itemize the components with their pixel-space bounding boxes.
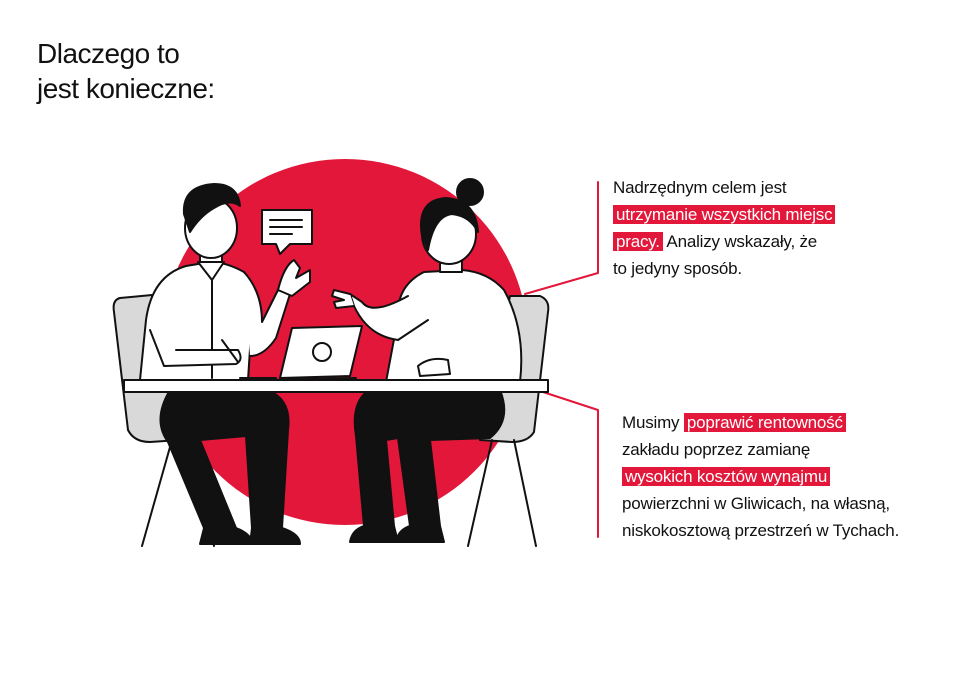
speech-bubble-icon — [261, 209, 313, 255]
callout-1-line-4: to jedyny sposób. — [613, 259, 742, 278]
page-title-line-2: jest konieczne: — [37, 73, 215, 104]
page-title: Dlaczego to jest konieczne: — [37, 36, 215, 106]
callout-1-line-1: Nadrzędnym celem jest — [613, 178, 787, 197]
callout-text-1: Nadrzędnym celem jest utrzymanie wszystk… — [613, 174, 903, 282]
callout-2-highlight-b: wysokich kosztów wynajmu — [622, 467, 831, 486]
callout-2-line-4: powierzchni w Gliwicach, na własną, — [622, 494, 890, 513]
callout-2-line-5: niskokosztową przestrzeń w Tychach. — [622, 521, 900, 540]
callout-1-highlight-b: pracy. — [613, 232, 663, 251]
woman-figure — [331, 178, 523, 543]
callout-1-highlight-a: utrzymanie wszystkich miejsc — [613, 205, 836, 224]
callout-2-prefix: Musimy — [622, 413, 684, 432]
connector-line-2 — [542, 391, 599, 538]
page-title-line-1: Dlaczego to — [37, 38, 180, 69]
pen-icon — [221, 339, 239, 363]
callout-2-highlight-a: poprawić rentowność — [683, 413, 846, 432]
table-top — [123, 379, 549, 393]
callout-text-2: Musimy poprawić rentowność zakładu poprz… — [622, 409, 952, 544]
connector-line-1 — [524, 181, 599, 295]
callout-1-rest-a: Analizy wskazały, że — [662, 232, 818, 251]
callout-2-line-2: zakładu poprzez zamianę — [622, 440, 811, 459]
man-figure — [139, 183, 311, 545]
